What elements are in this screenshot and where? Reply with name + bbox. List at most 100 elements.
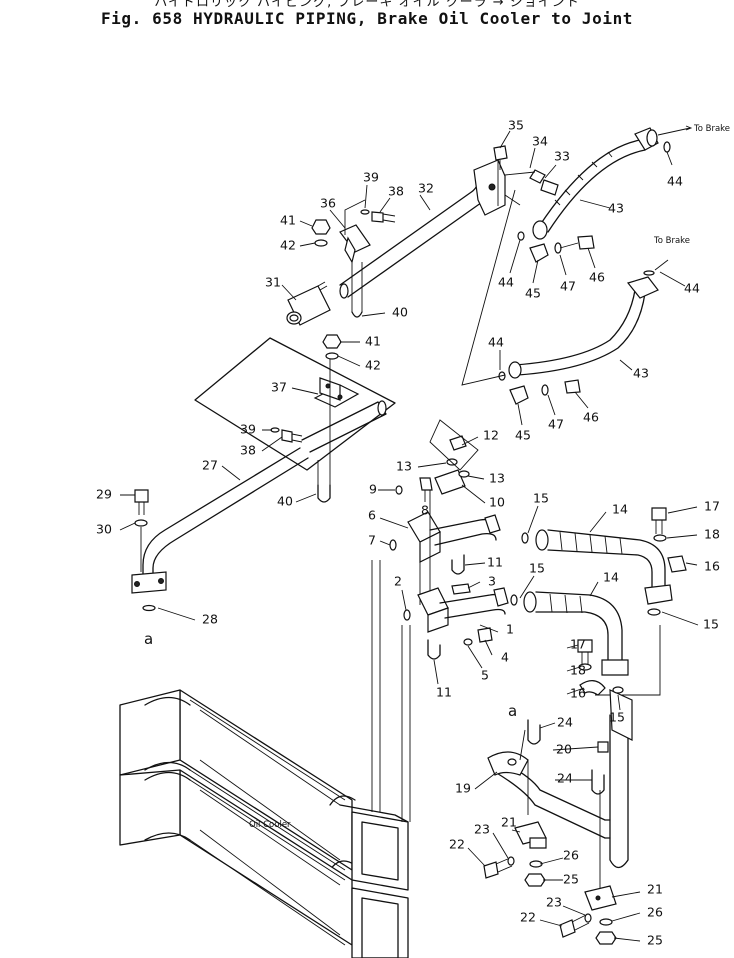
note-to-brake-top: To Brake [693,124,730,134]
callout-c15b: 15 [529,561,545,576]
callout-c25b: 25 [647,933,663,948]
joint-fittings-top [493,145,559,206]
note-to-brake-mid: To Brake [653,236,690,246]
callout-c29: 29 [96,487,112,502]
callout-c18b: 18 [570,663,586,678]
bolt-38-lower [270,427,303,443]
callout-c39b: 39 [240,422,256,437]
callout-c36: 36 [320,196,336,211]
callout-c44c: 44 [684,281,700,296]
callout-c2: 2 [394,574,402,589]
callout-c5: 5 [481,668,489,683]
callout-c45b: 45 [515,428,531,443]
callout-c12: 12 [483,428,499,443]
callout-c45a: 45 [525,286,541,301]
pipe-32 [339,159,506,299]
callout-c26a: 26 [563,848,579,863]
callout-c16a: 16 [704,559,720,574]
callout-c25a: 25 [563,872,579,887]
callout-c15c: 15 [703,617,719,632]
callout-c6: 6 [368,508,376,523]
figure-title: Fig. 658 HYDRAULIC PIPING, Brake Oil Coo… [100,9,634,28]
callout-c42a: 42 [280,238,296,253]
pipe-upper-left [301,400,387,453]
callout-c42b: 42 [365,358,381,373]
callout-c15a: 15 [533,491,549,506]
callout-c17b: 17 [570,637,586,652]
callout-c21b: 21 [647,882,663,897]
ref-a-left: a [144,630,153,648]
callout-c14a: 14 [612,502,628,517]
bracket-37 [194,337,396,471]
callout-c41a: 41 [280,213,296,228]
callout-c21a: 21 [501,815,517,830]
callout-c44b: 44 [498,275,514,290]
callout-c28: 28 [202,612,218,627]
washer-30 [134,519,148,527]
callout-c10: 10 [489,495,505,510]
callout-c24b: 24 [557,771,573,786]
callout-c44a: 44 [667,174,683,189]
callout-c17a: 17 [704,499,720,514]
callout-c22a: 22 [449,837,465,852]
callout-c32: 32 [418,181,434,196]
callout-c39a: 39 [363,170,379,185]
bracket-21-upper [514,821,547,849]
callout-c4: 4 [501,650,509,665]
callout-c27: 27 [202,458,218,473]
hose-43-mid [498,259,669,381]
callout-c20: 20 [556,742,572,757]
callout-c11b: 11 [436,685,452,700]
callout-c44d: 44 [488,335,504,350]
o-ring-28 [142,604,156,612]
callout-c34: 34 [532,134,548,149]
bolt-22-upper [483,856,546,887]
callout-c31: 31 [265,275,281,290]
callout-c38a: 38 [388,184,404,199]
note-oil-cooler: Oil Cooler [249,820,291,830]
hose-14-upper [521,507,687,616]
figure-title-japanese: ハイドロリック パイピング, ブレーキ オイル クーラ → ジョイント [154,0,580,10]
callout-c38b: 38 [240,443,256,458]
callout-c46a: 46 [589,270,605,285]
callout-c13b: 13 [489,471,505,486]
callout-c19: 19 [455,781,471,796]
callout-c47b: 47 [548,417,564,432]
oil-cooler [119,560,411,958]
callout-c33: 33 [554,149,570,164]
bracket-36 [339,224,371,318]
callout-c14b: 14 [603,570,619,585]
callout-c30: 30 [96,522,112,537]
callout-c37: 37 [271,380,287,395]
callout-c47a: 47 [560,279,576,294]
pipe-19 [487,686,633,900]
bolt-29 [134,489,149,572]
nut-41-lower [322,334,342,360]
pipe-27 [131,447,309,612]
coupling-31 [286,281,331,326]
callout-c46b: 46 [583,410,599,425]
callout-c43b: 43 [633,366,649,381]
callout-c41b: 41 [365,334,381,349]
callout-c35: 35 [508,118,524,133]
elbow-45-mid [509,379,581,405]
callout-c11a: 11 [487,555,503,570]
callout-c16b: 16 [570,686,586,701]
o-ring-44-mid [643,270,655,276]
ref-a-right: a [508,702,517,720]
joint-assembly-middle [389,419,501,605]
callout-c22b: 22 [520,910,536,925]
bolt-38-upper [360,209,396,223]
callout-c40b: 40 [277,494,293,509]
callout-c9: 9 [369,482,377,497]
nut-41-upper [311,219,331,247]
o-ring-44-top [663,141,671,153]
callout-c7: 7 [368,533,376,548]
callout-c15d: 15 [609,710,625,725]
callout-c1: 1 [506,622,514,637]
callout-c3: 3 [488,574,496,589]
callout-c23b: 23 [546,895,562,910]
callout-c8: 8 [421,503,429,518]
